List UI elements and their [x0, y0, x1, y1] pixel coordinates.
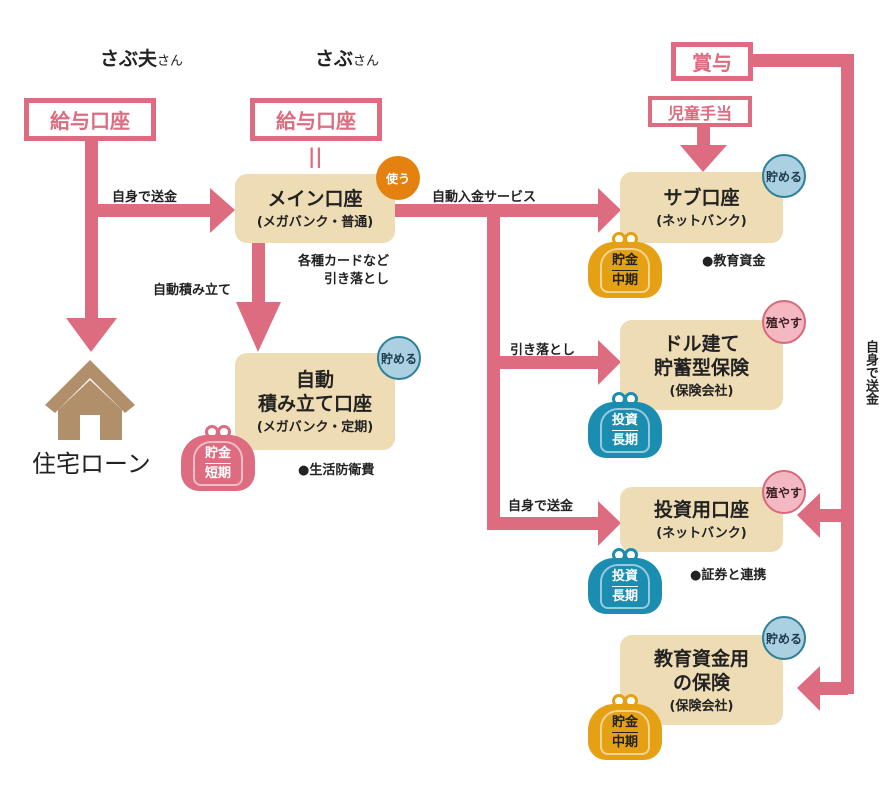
use-badge: 使う: [376, 156, 420, 200]
dollar-insurance-account: ドル建て貯蓄型保険(保険会社): [620, 320, 783, 410]
arrow-to-dollar: [493, 356, 600, 369]
arrowhead: [210, 188, 235, 233]
grow-badge: 殖やす: [762, 300, 806, 344]
husband-salary-account: 給与口座: [24, 98, 156, 141]
arrow-allowance-to-sub: [680, 145, 727, 172]
grow-badge: 殖やす: [762, 470, 806, 514]
branch-line: [487, 210, 500, 530]
bonus-line: [752, 54, 854, 67]
purse-short-term-icon: 貯金短期: [181, 425, 255, 491]
housing-loan-label: 住宅ローン: [32, 450, 151, 478]
purse-long-term-icon: 投資長期: [588, 548, 662, 614]
flow-label: 自動積み立て: [153, 283, 232, 298]
flow-label: 自身で送金: [863, 340, 878, 405]
flow-label: 各種カードなど引き落とし: [298, 254, 390, 287]
child-allowance-box: 児童手当: [648, 96, 752, 127]
arrow-bonus-to-edu: [797, 666, 820, 711]
equals-sign: ||: [308, 144, 323, 168]
wife-salary-account: 給与口座: [250, 98, 382, 141]
sub-account: サブ口座(ネットバンク): [620, 172, 783, 243]
flow-label: 自身で送金: [112, 190, 178, 205]
account-note: ●教育資金: [702, 254, 766, 269]
arrow-bonus-to-invest: [797, 493, 820, 538]
arrow-to-invest: [493, 517, 600, 530]
save-badge: 貯める: [762, 616, 806, 660]
main-account: メイン口座(メガバンク・普通): [235, 174, 395, 243]
purse-mid-term-icon: 貯金中期: [588, 232, 662, 298]
auto-saving-account: 自動積み立て口座(メガバンク・定期): [235, 353, 395, 450]
save-badge: 貯める: [377, 336, 421, 380]
arrow-salary-to-loan: [85, 140, 98, 320]
arrow-main-to-auto: [236, 302, 281, 352]
flow-label: 自身で送金: [508, 499, 574, 514]
arrow-salary-to-main: [91, 204, 213, 217]
flow-label: 自動入金サービス: [432, 190, 537, 205]
flow-label: 引き落とし: [510, 343, 576, 358]
arrowhead: [66, 318, 117, 352]
wife-label: さぶさん: [315, 48, 380, 70]
account-note: ●証券と連携: [690, 568, 767, 583]
purse-mid-term-icon: 貯金中期: [588, 694, 662, 760]
account-note: ●生活防衛費: [298, 463, 375, 478]
investment-account: 投資用口座(ネットバンク): [620, 487, 783, 552]
husband-label: さぶ夫さん: [100, 48, 184, 70]
save-badge: 貯める: [762, 154, 806, 198]
bonus-box: 賞与: [671, 42, 753, 81]
house-icon: [45, 360, 135, 440]
purse-long-term-icon: 投資長期: [588, 392, 662, 458]
